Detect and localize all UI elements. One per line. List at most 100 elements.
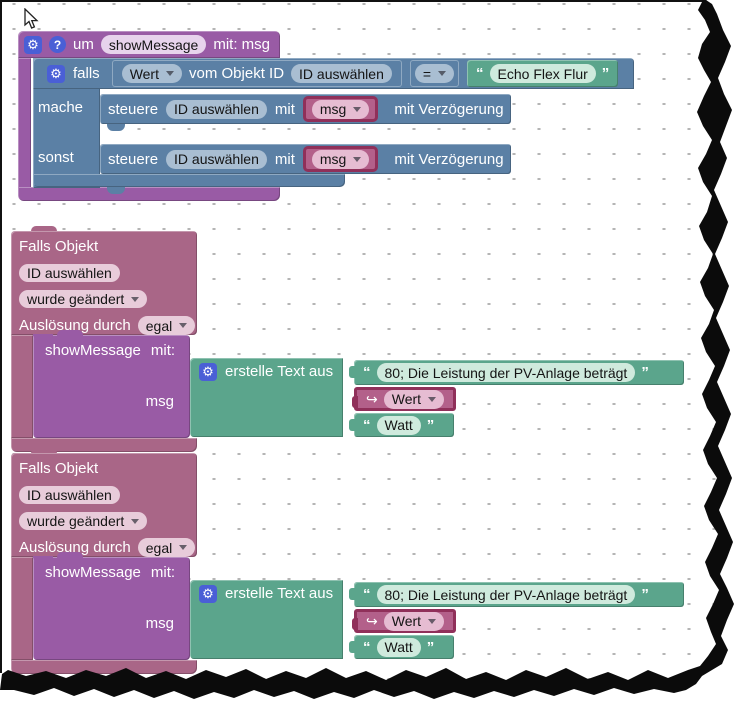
object-id-field[interactable]: ID auswählen bbox=[19, 264, 120, 282]
string-value-field[interactable]: 80; Die Leistung der PV-Anlage beträgt bbox=[376, 585, 636, 604]
call-bottom-bump bbox=[33, 556, 53, 563]
call-arg-label: msg bbox=[145, 393, 174, 410]
dropdown-arrow-icon bbox=[179, 323, 188, 328]
string-value-field[interactable]: Echo Flex Flur bbox=[489, 64, 596, 83]
string-value-field[interactable]: Watt bbox=[376, 415, 421, 435]
quote-open-icon: “ bbox=[363, 416, 371, 434]
gear-icon[interactable]: ⚙ bbox=[199, 584, 217, 603]
string-block[interactable]: “ 80; Die Leistung der PV-Anlage beträgt… bbox=[349, 360, 684, 385]
dropdown-arrow-icon bbox=[353, 106, 362, 112]
string-block[interactable]: “ Watt ” bbox=[349, 413, 454, 437]
trigger-mode-dropdown[interactable]: egal bbox=[137, 538, 196, 557]
trigger-header[interactable]: Falls Objekt ID auswählen wurde geändert… bbox=[11, 231, 197, 335]
dropdown-arrow-icon bbox=[353, 156, 362, 162]
function-name-field[interactable]: showMessage bbox=[100, 35, 207, 54]
call-name-label: showMessage bbox=[45, 342, 141, 359]
dropdown-arrow-icon bbox=[179, 545, 188, 550]
statement-bump bbox=[107, 124, 125, 131]
steuere-label: steuere bbox=[108, 150, 159, 168]
get-object-value-block[interactable]: Wert vom Objekt ID ID auswählen bbox=[111, 60, 402, 87]
mit-label: mit bbox=[274, 100, 295, 118]
dropdown-arrow-icon bbox=[428, 396, 437, 402]
trigger-left-spine bbox=[11, 335, 33, 438]
trigger-mode-dropdown[interactable]: egal bbox=[137, 316, 196, 335]
delay-label: mit Verzögerung bbox=[394, 100, 504, 118]
object-id-field[interactable]: ID auswählen bbox=[19, 486, 120, 504]
top-border-line bbox=[0, 0, 707, 2]
quote-close-icon: ” bbox=[426, 638, 435, 656]
connector-tab bbox=[352, 396, 358, 408]
redirect-arrow-icon: ↪ bbox=[366, 391, 378, 407]
if-else-block[interactable]: ⚙ falls Wert vom Objekt ID ID auswählen … bbox=[33, 58, 634, 200]
event-dropdown[interactable]: wurde geändert bbox=[19, 512, 148, 530]
variable-msg-block[interactable]: msg bbox=[302, 96, 379, 122]
comparison-operator-block[interactable]: = bbox=[409, 60, 460, 87]
falls-objekt-label: Falls Objekt bbox=[19, 460, 99, 477]
function-header[interactable]: ⚙ ? um showMessage mit: msg bbox=[18, 31, 280, 58]
quote-close-icon: ” bbox=[426, 416, 435, 434]
string-value-field[interactable]: 80; Die Leistung der PV-Anlage beträgt bbox=[376, 363, 636, 382]
string-block[interactable]: “ Watt ” bbox=[349, 635, 454, 659]
gear-icon[interactable]: ⚙ bbox=[199, 362, 217, 381]
delay-label: mit Verzögerung bbox=[394, 150, 504, 168]
object-id-field[interactable]: ID auswählen bbox=[166, 149, 267, 169]
call-mit-label: mit: bbox=[150, 564, 176, 581]
variable-dropdown[interactable]: msg bbox=[311, 149, 370, 169]
gear-icon[interactable]: ⚙ bbox=[24, 35, 42, 54]
call-name-label: showMessage bbox=[45, 564, 141, 581]
variable-dropdown[interactable]: Wert bbox=[383, 389, 445, 409]
function-left-spine bbox=[18, 58, 31, 188]
gear-icon[interactable]: ⚙ bbox=[47, 64, 65, 83]
quote-close-icon: ” bbox=[641, 586, 649, 603]
quote-close-icon: ” bbox=[641, 364, 649, 381]
help-icon[interactable]: ? bbox=[49, 36, 66, 53]
event-dropdown[interactable]: wurde geändert bbox=[19, 290, 148, 308]
if-bottom-bar bbox=[33, 174, 345, 187]
steuere-label: steuere bbox=[108, 100, 159, 118]
get-value-block[interactable]: ↪ Wert bbox=[352, 609, 457, 633]
call-top-notch bbox=[57, 552, 83, 558]
string-block[interactable]: “ 80; Die Leistung der PV-Anlage beträgt… bbox=[349, 582, 684, 607]
call-bottom-bump bbox=[33, 334, 53, 341]
dropdown-arrow-icon bbox=[428, 618, 437, 624]
quote-open-icon: “ bbox=[476, 65, 484, 82]
dropdown-arrow-icon bbox=[131, 518, 140, 524]
mache-label: mache bbox=[38, 99, 84, 116]
if-next-bump bbox=[107, 187, 125, 194]
string-value-field[interactable]: Watt bbox=[376, 637, 421, 657]
trigger-on-change-block[interactable]: Falls Objekt ID auswählen wurde geändert… bbox=[11, 226, 691, 452]
variable-msg-block[interactable]: msg bbox=[302, 146, 379, 172]
text-join-block[interactable]: ⚙ erstelle Text aus “ 80; Die Leistung d… bbox=[190, 358, 684, 437]
vom-objekt-label: vom Objekt ID bbox=[189, 65, 285, 82]
function-call-block[interactable]: showMessage mit: msg bbox=[33, 330, 190, 438]
variable-dropdown[interactable]: msg bbox=[311, 99, 370, 119]
connector-tab bbox=[349, 641, 355, 653]
steuere-statement-block[interactable]: steuere ID auswählen mit msg mit Verzöge… bbox=[100, 94, 511, 124]
connector-tab bbox=[349, 419, 355, 431]
call-mit-label: mit: bbox=[150, 342, 176, 359]
variable-dropdown[interactable]: Wert bbox=[383, 611, 445, 631]
dropdown-arrow-icon bbox=[131, 296, 140, 302]
left-border-line bbox=[0, 0, 2, 673]
steuere-statement-block[interactable]: steuere ID auswählen mit msg mit Verzöge… bbox=[100, 144, 511, 174]
if-condition-row[interactable]: ⚙ falls Wert vom Objekt ID ID auswählen … bbox=[33, 58, 634, 89]
connector-tab bbox=[349, 366, 355, 378]
get-value-block[interactable]: ↪ Wert bbox=[352, 387, 457, 411]
mouse-cursor-icon bbox=[24, 8, 39, 29]
string-block[interactable]: “ Echo Flex Flur ” bbox=[467, 60, 619, 87]
text-join-block[interactable]: ⚙ erstelle Text aus “ 80; Die Leistung d… bbox=[190, 580, 684, 659]
function-call-block[interactable]: showMessage mit: msg bbox=[33, 552, 190, 660]
object-id-field[interactable]: ID auswählen bbox=[166, 99, 267, 119]
function-definition-block[interactable]: ⚙ ? um showMessage mit: msg ⚙ falls Wert… bbox=[18, 31, 658, 202]
quote-open-icon: “ bbox=[363, 364, 371, 381]
sonst-label: sonst bbox=[38, 149, 74, 166]
trigger-header[interactable]: Falls Objekt ID auswählen wurde geändert… bbox=[11, 453, 197, 557]
value-type-dropdown[interactable]: Wert bbox=[121, 64, 182, 83]
function-args-label: mit: msg bbox=[213, 36, 271, 53]
trigger-on-change-block[interactable]: Falls Objekt ID auswählen wurde geändert… bbox=[11, 448, 691, 674]
object-id-field[interactable]: ID auswählen bbox=[291, 64, 392, 83]
operator-dropdown[interactable]: = bbox=[414, 64, 455, 83]
connector-tab bbox=[349, 588, 355, 600]
redirect-arrow-icon: ↪ bbox=[366, 613, 378, 629]
